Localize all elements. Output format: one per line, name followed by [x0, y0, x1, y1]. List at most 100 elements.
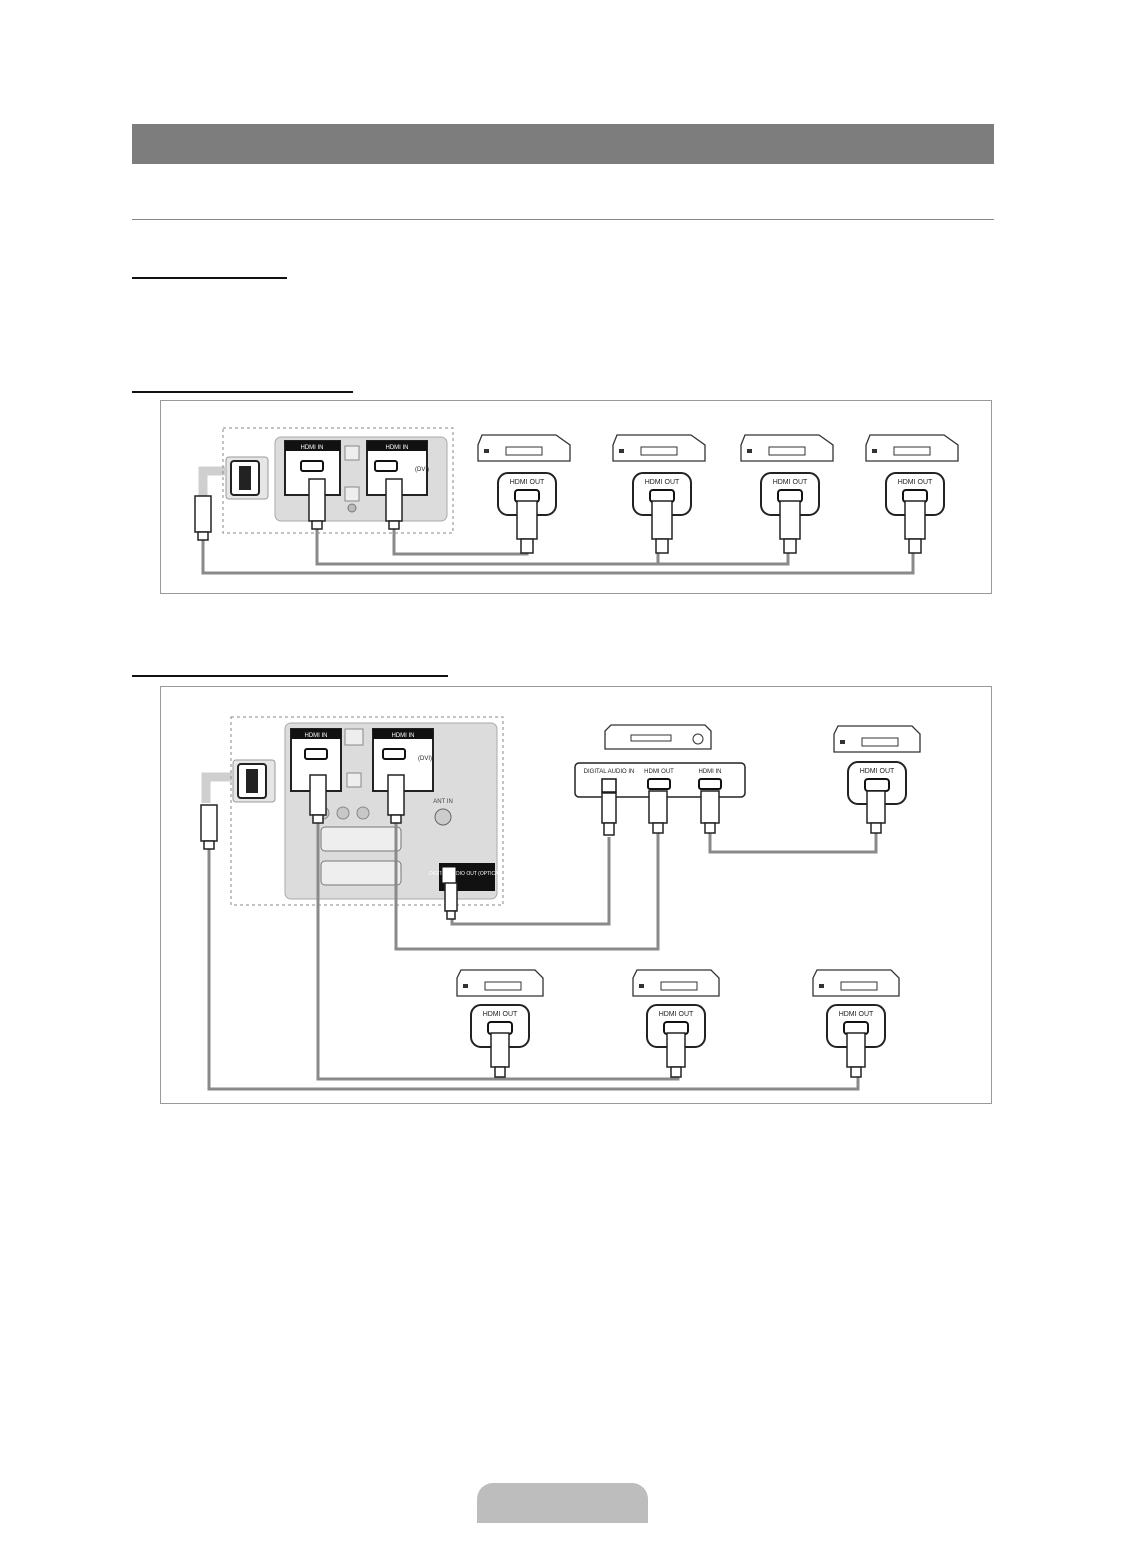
section-header-bar: [132, 124, 994, 164]
source-device-led: [872, 449, 877, 453]
hdmi-in-label-bg-1: [291, 729, 341, 739]
diagram-2-svg: HDMI IN HDMI IN (DVI) ANT IN DIGITAL AUD…: [200, 716, 921, 1091]
side-hdmi-slot: [239, 466, 251, 490]
side-hdmi-slot: [246, 769, 258, 793]
dvi-label: (DVI): [418, 756, 432, 762]
source-device-tray: [768, 446, 806, 456]
plugs: [200, 774, 886, 920]
audio-port-1: [344, 445, 360, 461]
subsection-underline-2: [132, 391, 353, 393]
connection-diagram-2: HDMI IN HDMI IN (DVI) ANT IN DIGITAL AUD…: [160, 686, 992, 1104]
hdmi-out-label: HDMI OUT: [510, 479, 545, 486]
hdmi-in-label-bg-2: [373, 729, 433, 739]
hdmi-out-port: [649, 489, 675, 503]
hdmi-in-label-1: HDMI IN: [305, 733, 328, 739]
rca-jack: [347, 503, 357, 513]
diagram-1-svg: HDMI IN HDMI IN (DVI) HDMI OUT: [194, 427, 959, 575]
hdmi-plug: [904, 500, 926, 540]
source-device-led: [484, 449, 489, 453]
hdmi-out-label: HDMI OUT: [483, 1011, 518, 1018]
audio-port-2: [344, 486, 360, 502]
top-source-device: HDMI OUT: [833, 725, 921, 805]
receiver-optical-port: [601, 778, 617, 793]
hdmi-plug: [651, 500, 673, 540]
audio-port-1: [344, 728, 364, 746]
hdmi-plug-boot: [908, 538, 922, 554]
connection-diagram-1: HDMI IN HDMI IN (DVI) HDMI OUT: [160, 400, 992, 594]
receiver-volume-knob: [692, 733, 704, 745]
hdmi-in-label-1: HDMI IN: [301, 445, 324, 451]
hdmi-plug-boot: [783, 538, 797, 554]
hdmi-port-3: [382, 748, 406, 760]
source-device-led: [639, 984, 644, 988]
dvi-label: (DVI): [415, 467, 429, 473]
tv-side-plugs: [194, 478, 403, 541]
hdmi-out-port: [864, 778, 890, 792]
hdmi-plug-boot: [655, 538, 669, 554]
side-ghost-cable: [201, 772, 233, 803]
source-device-tray: [861, 737, 899, 747]
subsection-underline-1: [132, 277, 287, 279]
tv-rear-outline: [222, 427, 454, 534]
hdmi-plug: [516, 500, 538, 540]
hdmi-plug: [779, 500, 801, 540]
receiver-digital-audio-in-label: DIGITAL AUDIO IN: [584, 769, 635, 775]
scart-port-2: [320, 860, 402, 886]
hdmi-plug-boot: [494, 1066, 506, 1078]
optical-out-port: [441, 866, 457, 884]
hdmi-out-label: HDMI OUT: [773, 479, 808, 486]
receiver-display: [630, 734, 672, 742]
hdmi-plug: [666, 1032, 686, 1068]
hdmi-plug: [490, 1032, 510, 1068]
audio-port-2: [346, 772, 362, 788]
hdmi-out-label: HDMI OUT: [839, 1011, 874, 1018]
hdmi-in-label-bg-1: [285, 441, 340, 451]
hdmi-out-port: [663, 1021, 689, 1035]
hdmi-out-label: HDMI OUT: [860, 768, 895, 775]
hdmi-plug: [846, 1032, 866, 1068]
hdmi-plug-boot: [670, 1066, 682, 1078]
hdmi-out-port: [514, 489, 540, 503]
hdmi-out-label: HDMI OUT: [898, 479, 933, 486]
hdmi-out-port: [487, 1021, 513, 1035]
source-device-led: [840, 740, 845, 744]
source-device-led: [619, 449, 624, 453]
source-device-tray: [505, 446, 543, 456]
source-devices: HDMI OUT HDMI OUT HDMI OUT: [477, 434, 959, 554]
bottom-source-devices: HDMI OUT HDMI OUT HDMI OUT: [456, 969, 900, 1078]
header-divider: [132, 219, 994, 220]
source-device-led: [463, 984, 468, 988]
source-device-tray: [893, 446, 931, 456]
cables: [201, 527, 915, 575]
source-device-tray: [640, 446, 678, 456]
hdmi-out-port: [777, 489, 803, 503]
source-device-led: [747, 449, 752, 453]
ant-in-label: ANT IN: [433, 799, 453, 805]
source-device-tray: [840, 981, 878, 991]
hdmi-out-port: [843, 1021, 869, 1035]
ant-in-jack: [434, 808, 452, 826]
hdmi-plug-boot: [520, 538, 534, 554]
hdmi-port-2: [300, 460, 324, 472]
source-device-tray: [660, 981, 698, 991]
receiver-hdmi-out-label: HDMI OUT: [644, 769, 674, 775]
digital-audio-out-label: DIGITAL AUDIO OUT (OPTICAL): [429, 871, 503, 877]
receiver-hdmi-in-label: HDMI IN: [699, 769, 722, 775]
av-receiver: DIGITAL AUDIO IN HDMI OUT HDMI IN: [574, 724, 746, 798]
source-device-led: [819, 984, 824, 988]
hdmi-out-label: HDMI OUT: [645, 479, 680, 486]
hdmi-in-label-bg-2: [367, 441, 427, 451]
tv-rear-outline: [230, 716, 504, 906]
hdmi-in-label-2: HDMI IN: [392, 733, 415, 739]
receiver-hdmi-in-port: [698, 778, 722, 790]
side-ghost-cable: [198, 466, 226, 496]
hdmi-in-label-2: HDMI IN: [386, 445, 409, 451]
hdmi-port-2: [304, 748, 328, 760]
hdmi-out-label: HDMI OUT: [659, 1011, 694, 1018]
hdmi-plug-boot: [850, 1066, 862, 1078]
scart-port-1: [320, 826, 402, 852]
page-number-tab: [477, 1483, 648, 1523]
hdmi-port-3: [374, 460, 398, 472]
source-device-tray: [484, 981, 522, 991]
hdmi-out-port: [902, 489, 928, 503]
